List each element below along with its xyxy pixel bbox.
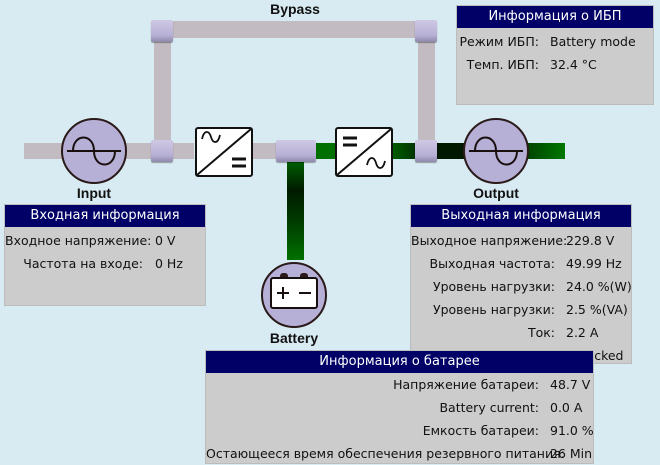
ups-mode-value: Battery mode [550, 34, 636, 49]
battery-voltage-label: Напряжение батареи: [393, 377, 539, 392]
input-label: Input [76, 185, 112, 201]
load-level-w-value: 24.0 %(W) [566, 279, 632, 294]
output-info-row: Уровень нагрузки: 24.0 %(W) [411, 275, 632, 298]
battery-info-title: Информация о батарее [206, 351, 593, 373]
load-level-va-value: 2.5 %(VA) [566, 302, 628, 317]
ups-info-row: Темп. ИБП: 32.4 °C [457, 53, 653, 76]
output-info-row: Уровень нагрузки: 2.5 %(VA) [411, 298, 631, 321]
battery-current-value: 0.0 A [550, 400, 583, 415]
output-ac-sine-icon [463, 118, 529, 184]
remaining-backup-time-label: Остающееся время обеспечения резервного … [206, 446, 565, 461]
battery-info-panel: Информация о батарее Напряжение батареи:… [205, 350, 594, 464]
input-info-row: Частота на входе: 0 Hz [5, 252, 205, 275]
dcbus-junction-node [276, 140, 316, 162]
input-info-row: Входное напряжение: 0 V [5, 229, 205, 252]
ups-info-row: Режим ИБП: Battery mode [457, 30, 653, 53]
output-junction-node [415, 140, 437, 162]
output-voltage-label: Выходное напряжение: [411, 233, 568, 248]
bypass-right-riser [418, 28, 435, 146]
battery-current-label: Battery current: [439, 400, 539, 415]
input-frequency-label: Частота на входе: [23, 256, 143, 271]
input-voltage-label: Входное напряжение: [5, 233, 152, 248]
battery-capacity-value: 91.0 % [550, 423, 594, 438]
rectifier-to-dcbus-line [250, 143, 280, 159]
ups-info-title: Информация о ИБП [457, 6, 653, 28]
load-level-va-label: Уровень нагрузки: [432, 302, 555, 317]
load-level-w-label: Уровень нагрузки: [432, 279, 555, 294]
bypass-top-line [168, 21, 423, 38]
battery-voltage-value: 48.7 V [550, 377, 591, 392]
bypass-label: Bypass [270, 1, 320, 17]
output-frequency-value: 49.99 Hz [566, 256, 622, 271]
bypass-top-left-node [151, 20, 173, 42]
dcbus-to-inverter-line [314, 143, 338, 159]
battery-info-row: Остающееся время обеспечения резервного … [206, 442, 593, 465]
battery-info-row: Battery current: 0.0 A [206, 396, 593, 419]
output-info-row: Выходная частота: 49.99 Hz [411, 252, 631, 275]
output-node-line [436, 143, 466, 159]
output-info-row: Выходное напряжение: 229.8 V [411, 229, 631, 252]
ups-temp-label: Темп. ИБП: [466, 57, 539, 72]
ups-info-panel: Информация о ИБП Режим ИБП: Battery mode… [456, 5, 654, 105]
output-info-row: Ток: 2.2 A [411, 321, 631, 344]
input-junction-node [151, 140, 173, 162]
inverter-dc-to-ac-icon [335, 127, 393, 177]
rectifier-ac-to-dc-icon [195, 127, 253, 177]
battery-info-row: Напряжение батареи: 48.7 V [206, 373, 593, 396]
input-info-panel: Входная информация Входное напряжение: 0… [4, 204, 206, 306]
output-info-title: Выходная информация [411, 205, 631, 227]
input-ac-sine-icon [61, 118, 127, 184]
bypass-top-right-node [415, 20, 437, 42]
output-label: Output [473, 185, 519, 201]
input-frequency-value: 0 Hz [155, 256, 183, 271]
output-info-panel: Выходная информация Выходное напряжение:… [410, 204, 632, 364]
ups-temp-value: 32.4 °C [550, 57, 597, 72]
battery-icon [261, 262, 327, 328]
ups-mode-label: Режим ИБП: [459, 34, 539, 49]
battery-label: Battery [269, 330, 319, 346]
remaining-backup-time-value: 26 Min [550, 446, 593, 461]
battery-info-row: Емкость батареи: 91.0 % [206, 419, 594, 442]
output-current-value: 2.2 A [566, 325, 599, 340]
input-voltage-value: 0 V [155, 233, 176, 248]
battery-line [287, 160, 304, 260]
output-out-line [520, 143, 565, 159]
output-voltage-value: 229.8 V [566, 233, 615, 248]
output-current-label: Ток: [527, 325, 555, 340]
output-frequency-label: Выходная частота: [429, 256, 555, 271]
bypass-left-riser [154, 28, 171, 146]
input-info-title: Входная информация [5, 205, 205, 227]
inverter-to-output-line [390, 143, 418, 159]
battery-capacity-label: Емкость батареи: [422, 423, 539, 438]
